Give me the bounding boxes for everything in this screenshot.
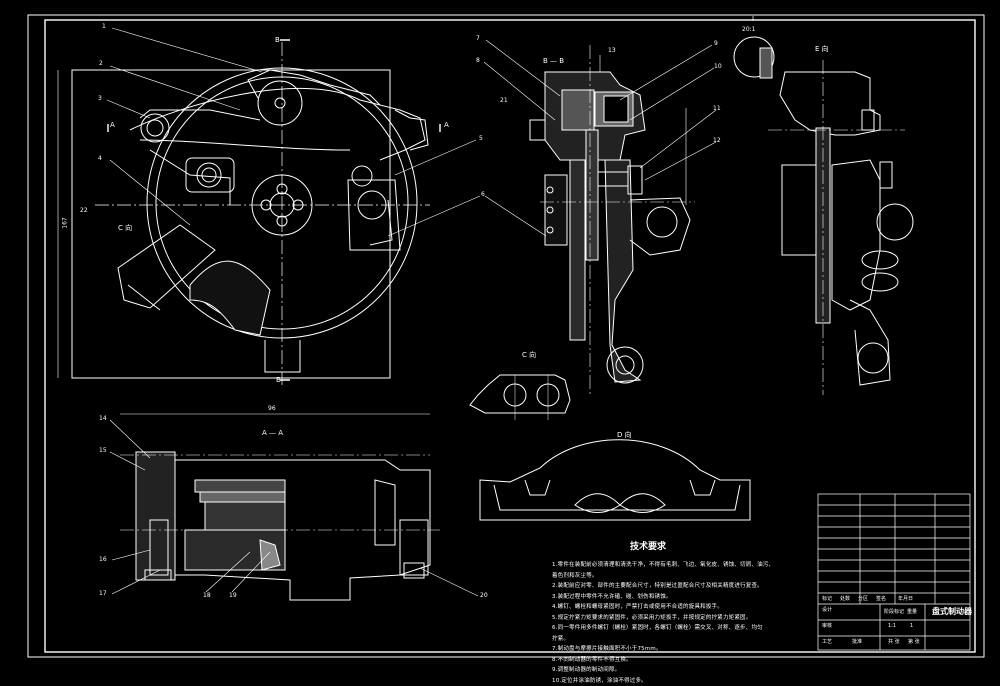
callout-6: 6 <box>481 191 485 198</box>
section-bb-title: B — B <box>543 57 565 65</box>
technical-requirements: 技术要求 1.零件在装配前必须清理和清洗干净，不得有毛刺、飞边、氧化皮、锈蚀、切… <box>552 543 802 686</box>
view-e-title: E 向 <box>815 45 829 53</box>
cad-canvas <box>27 14 985 658</box>
title-block <box>817 493 971 651</box>
tb-cell: 年月日 <box>898 596 914 602</box>
tb-scale: 1:1 <box>888 623 897 629</box>
tech-req-title: 技术要求 <box>630 542 667 552</box>
callout-17: 17 <box>99 590 107 597</box>
tb-cell: 设计 <box>822 607 833 613</box>
tech-req-line: 3.装配过程中零件不允许磕、碰、划伤和锈蚀。 <box>552 593 672 600</box>
section-bb-view <box>483 39 717 395</box>
view-c-arrow-label: C 向 <box>118 224 133 232</box>
view-d-title: D 向 <box>617 431 632 439</box>
tech-req-line: 拧紧。 <box>552 635 570 642</box>
tb-cell: 工艺 <box>822 639 833 645</box>
tech-req-line: 8.不同制动器的零件不得互换。 <box>552 656 632 663</box>
callout-14: 14 <box>99 415 107 422</box>
callout-20: 20 <box>480 592 488 599</box>
callout-11: 11 <box>713 105 721 112</box>
view-c <box>469 374 571 420</box>
inner-border <box>44 19 976 653</box>
tb-cell: 处数 <box>840 596 851 602</box>
callout-7: 7 <box>476 35 480 42</box>
tech-req-line: 5.规定拧紧力矩要求的紧固件，必须采用力矩扳手，并按规定的拧紧力矩紧固。 <box>552 614 752 621</box>
outer-border <box>27 14 985 658</box>
tb-cell: 批准 <box>852 639 863 645</box>
callout-21: 21 <box>500 97 508 104</box>
section-aa-view <box>109 413 479 601</box>
tb-cell: 签名 <box>876 596 887 602</box>
callout-8: 8 <box>476 57 480 64</box>
side-view-right <box>733 36 914 395</box>
callout-4: 4 <box>98 155 102 162</box>
dim-width: 96 <box>268 405 276 412</box>
callout-10: 10 <box>714 63 722 70</box>
dim-height: 167 <box>61 217 69 229</box>
section-aa-title: A — A <box>262 429 284 437</box>
tech-req-line: 9.调整制动器的制动间隙。 <box>552 667 621 673</box>
tech-req-line: 着色剂和灰尘等。 <box>552 572 598 579</box>
callout-13: 13 <box>608 47 616 54</box>
callout-16: 16 <box>99 556 107 563</box>
callout-5: 5 <box>479 135 483 142</box>
tech-req-line: 7.制动盘与摩擦片接触面积不小于75mm。 <box>552 646 662 652</box>
tech-req-line: 2.装配前应对零、部件的主要配合尺寸，特别是过盈配合尺寸及相关精度进行复查。 <box>552 583 763 589</box>
callout-2: 2 <box>99 60 103 67</box>
tb-cell: 共 张 <box>888 639 900 645</box>
detail-label: I <box>752 15 755 23</box>
section-mark-b-top: B <box>275 36 280 44</box>
tech-req-line: 10.定位并涂油防锈，涂油不得过多。 <box>552 677 647 684</box>
detail-scale: 20:1 <box>742 26 756 33</box>
callout-9: 9 <box>714 40 718 47</box>
callout-1: 1 <box>102 23 106 30</box>
tech-req-line: 1.零件在装配前必须清理和清洗干净，不得有毛刺、飞边、氧化皮、锈蚀、切屑、油污、 <box>552 562 775 568</box>
section-mark-a-right: A <box>444 121 449 129</box>
view-d-pad <box>479 439 751 521</box>
tb-cell: 分区 <box>858 596 869 602</box>
section-mark-a-left: A <box>110 121 115 129</box>
callout-12: 12 <box>713 137 721 144</box>
tb-cell: 标记 <box>822 596 833 602</box>
view-c-title: C 向 <box>522 351 537 359</box>
drawing-name: 盘式制动器 <box>932 607 972 616</box>
tb-cell: 第 张 <box>908 639 920 645</box>
section-mark-b-bottom: B <box>276 376 281 384</box>
tb-quantity: 1 <box>910 623 914 629</box>
callout-15: 15 <box>99 447 107 454</box>
front-view <box>57 27 481 385</box>
tech-req-line: 4.螺钉、螺栓和螺母紧固时，严禁打击或使用不合适的旋具和扳手。 <box>552 604 723 610</box>
tech-req-line: 6.同一零件用多件螺钉（螺栓）紧固时，各螺钉（螺栓）需交叉、对称、逐步、均匀 <box>552 625 763 631</box>
tb-cell: 阶段标记 <box>884 609 905 615</box>
tb-cell: 审核 <box>822 623 833 629</box>
drawing-sheet: B B A A C 向 B — B A — A C 向 D 向 E 向 I 20… <box>27 14 985 684</box>
callout-19: 19 <box>229 592 237 599</box>
callout-22: 22 <box>80 207 88 214</box>
callout-18: 18 <box>203 592 211 599</box>
callout-3: 3 <box>98 95 102 102</box>
tb-cell: 重量 <box>907 609 918 615</box>
